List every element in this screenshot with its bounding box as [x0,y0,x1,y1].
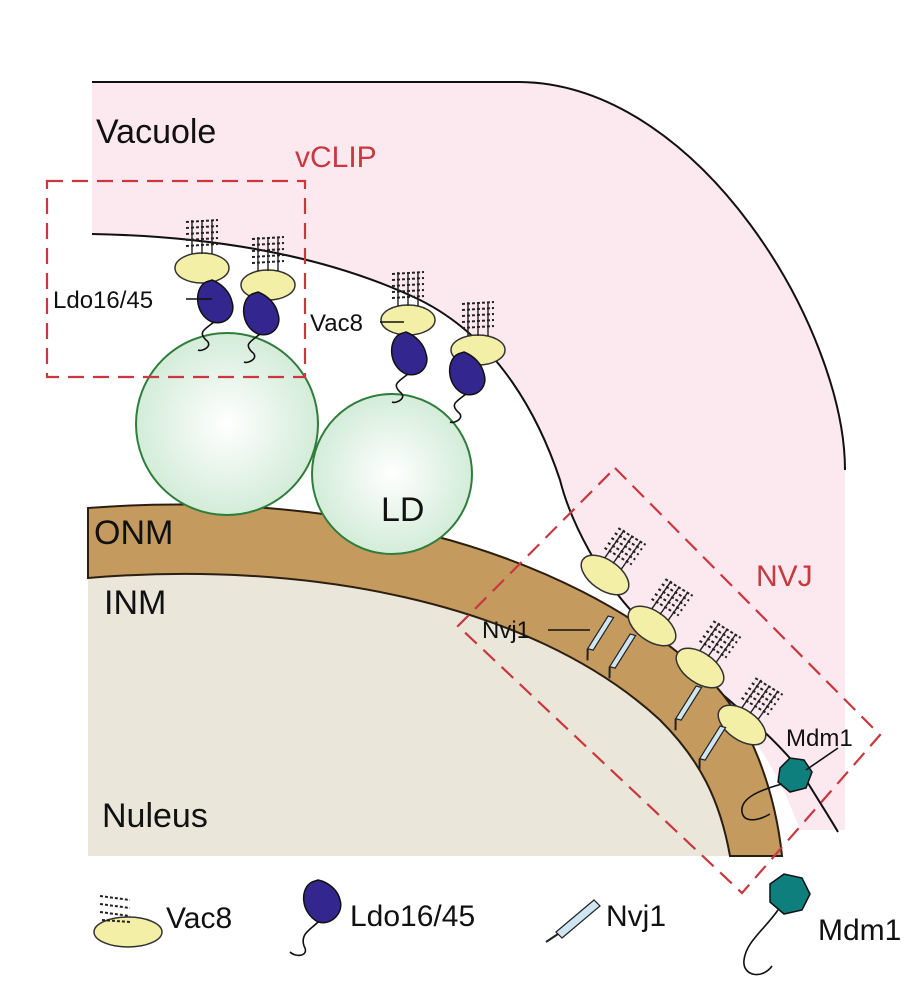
vclip-box [45,179,307,379]
vacuole-inner-membrane [91,233,839,833]
legend-ldo-icon [289,879,342,957]
legend-vac8-icon [93,895,163,948]
ldo1645-label: Ldo16/45 [53,287,153,314]
ld-label: LD [381,491,424,529]
nvj-box [456,466,882,895]
vclip-label: vCLIP [295,141,377,174]
legend-nvj1-label: Nvj1 [606,900,666,933]
vac8-label: Vac8 [310,310,363,337]
nucleus-label: Nuleus [102,797,208,835]
legend: Vac8 Ldo16/45 Nvj1 Mdm1 [93,873,901,976]
legend-vac8-label: Vac8 [166,902,232,935]
nucleus-region [88,573,730,856]
mdm1-label: Mdm1 [786,725,853,752]
lipid-droplet-1 [135,332,319,516]
vacuole-label: Vacuole [96,113,216,151]
nvj-proteins [572,519,813,821]
legend-ldo1645-label: Ldo16/45 [350,900,475,933]
onm-label: ONM [94,514,173,552]
vacuole-region [92,82,845,830]
lipid-droplet-2 [311,393,473,555]
legend-mdm1-icon [743,873,811,976]
nvj1-label: Nvj1 [482,617,530,644]
legend-mdm1-label: Mdm1 [818,914,901,947]
legend-nvj1-icon [545,899,601,943]
inm-label: INM [104,584,166,622]
nvj-label: NVJ [756,560,813,593]
vacuole-outer-membrane [92,81,846,471]
